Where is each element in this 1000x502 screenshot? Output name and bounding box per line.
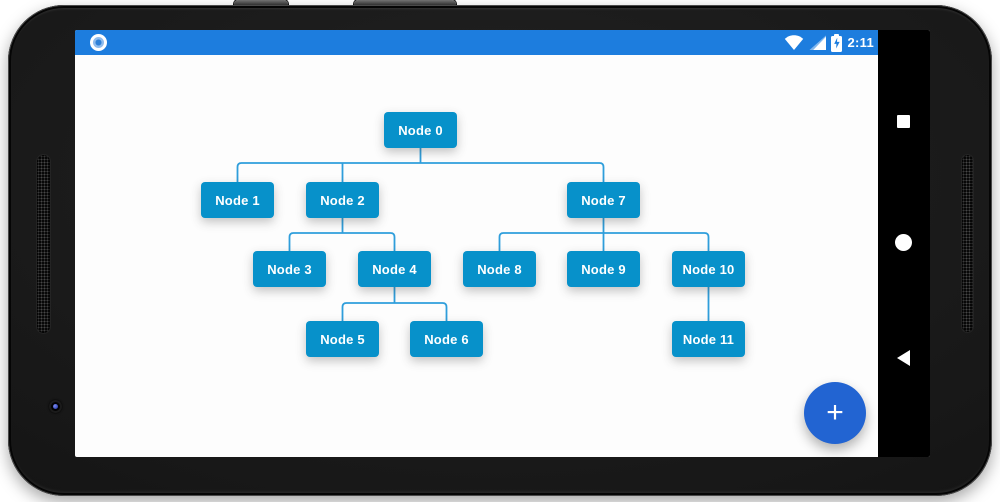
tree-node-11[interactable]: Node 11 — [672, 321, 745, 357]
plus-icon: + — [826, 396, 844, 429]
cell-signal-icon — [809, 35, 827, 50]
tree-node-5[interactable]: Node 5 — [306, 321, 379, 357]
tree-node-2[interactable]: Node 2 — [306, 182, 379, 218]
tree-node-8[interactable]: Node 8 — [463, 251, 536, 287]
status-bar: 2:11 — [75, 30, 878, 55]
tree-node-7[interactable]: Node 7 — [567, 182, 640, 218]
tree-node-3[interactable]: Node 3 — [253, 251, 326, 287]
home-button[interactable] — [895, 234, 912, 251]
status-bar-clock: 2:11 — [847, 35, 874, 50]
tree-diagram: Node 0 Node 1 Node 2 Node 7 Node 3 Node … — [75, 30, 878, 457]
tree-node-10[interactable]: Node 10 — [672, 251, 745, 287]
screen: Node 0 Node 1 Node 2 Node 7 Node 3 Node … — [75, 30, 930, 457]
android-nav-bar — [878, 30, 930, 457]
speaker-grille-left-icon — [37, 155, 50, 333]
speaker-grille-right-icon — [962, 155, 973, 332]
wifi-icon — [785, 34, 804, 50]
tree-connectors — [236, 148, 710, 321]
battery-charging-icon — [831, 33, 843, 52]
front-camera-icon — [49, 400, 62, 413]
back-button[interactable] — [897, 350, 910, 366]
tree-node-6[interactable]: Node 6 — [410, 321, 483, 357]
add-node-fab-button[interactable]: + — [804, 382, 866, 444]
tree-node-4[interactable]: Node 4 — [358, 251, 431, 287]
tree-node-9[interactable]: Node 9 — [567, 251, 640, 287]
tree-node-0[interactable]: Node 0 — [384, 112, 457, 148]
recents-button[interactable] — [897, 115, 910, 128]
tree-node-1[interactable]: Node 1 — [201, 182, 274, 218]
notification-circle-icon — [90, 34, 107, 51]
